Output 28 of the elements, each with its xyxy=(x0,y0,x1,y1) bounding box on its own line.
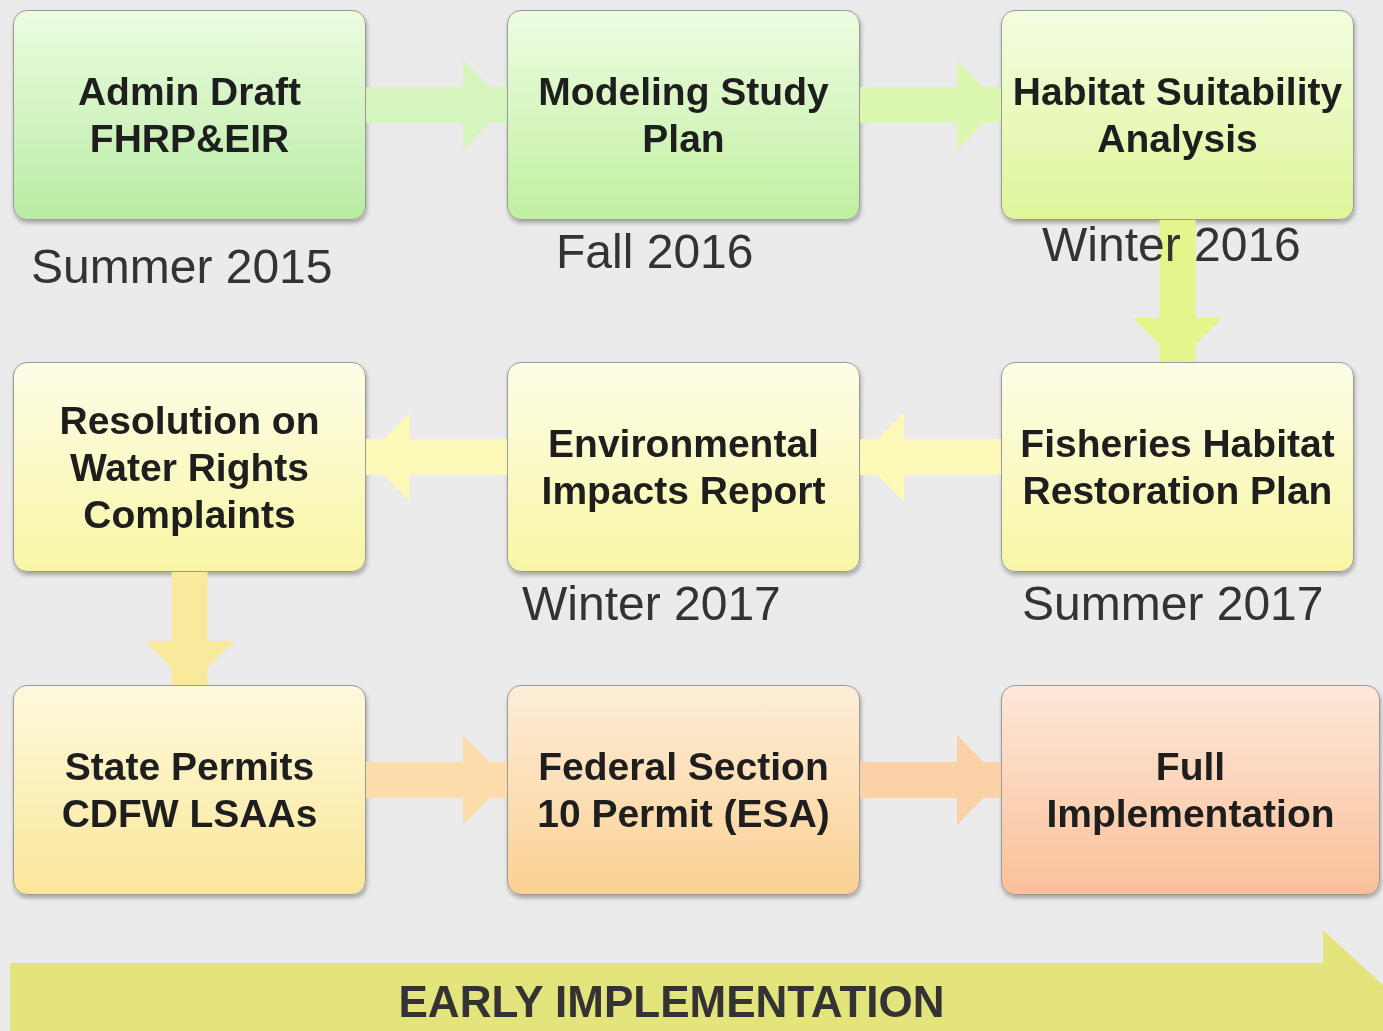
block-arrow xyxy=(860,735,1001,825)
date-label: Winter 2016 xyxy=(1042,217,1301,272)
block-arrow xyxy=(366,60,507,150)
block-arrow xyxy=(366,735,507,825)
process-box xyxy=(13,685,366,895)
step-label: Full Implementation xyxy=(1045,744,1336,837)
step-label: Federal Section 10 Permit (ESA) xyxy=(536,744,831,837)
date-label: Summer 2017 xyxy=(1022,576,1324,631)
block-arrow xyxy=(366,412,507,502)
step-label: Environmental Impacts Report xyxy=(540,421,827,514)
date-label: Fall 2016 xyxy=(556,224,754,279)
banner-label: EARLY IMPLEMENTATION xyxy=(397,978,946,1025)
step-label: Habitat Suitability Analysis xyxy=(1011,69,1344,162)
step-label: State Permits CDFW LSAAs xyxy=(60,744,319,837)
step-label: Resolution on Water Rights Complaints xyxy=(58,397,321,538)
timeline-banner-arrow xyxy=(10,930,1383,1031)
block-arrow xyxy=(1132,220,1223,362)
process-box xyxy=(1001,685,1380,895)
process-box xyxy=(507,685,860,895)
step-label: Fisheries Habitat Restoration Plan xyxy=(1019,421,1336,514)
date-label: Summer 2015 xyxy=(31,239,333,294)
step-label: Admin Draft FHRP&EIR xyxy=(76,69,303,162)
block-arrow xyxy=(860,60,1001,150)
block-arrow xyxy=(860,412,1001,502)
step-label: Modeling Study Plan xyxy=(537,69,830,162)
date-label: Winter 2017 xyxy=(522,576,781,631)
block-arrow xyxy=(144,572,235,685)
process-box xyxy=(13,362,366,572)
